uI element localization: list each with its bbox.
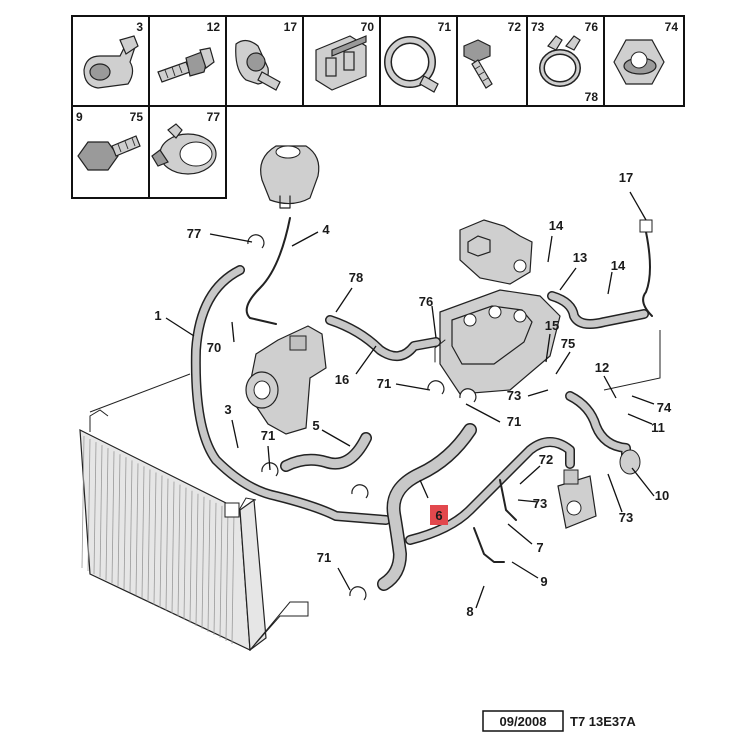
thermostat-housing xyxy=(459,219,533,285)
callout-6-highlight xyxy=(430,505,448,525)
catalog-label: 71 xyxy=(438,20,452,34)
footer-reference: T7 13E37A xyxy=(570,714,636,729)
oil-cooler xyxy=(557,469,597,529)
clip-part-icon xyxy=(83,35,139,89)
callout-78: 78 xyxy=(349,270,363,285)
radiator xyxy=(79,409,309,652)
callout-11: 11 xyxy=(651,420,665,435)
callout-71: 71 xyxy=(317,550,331,565)
sensor-plug-icon xyxy=(639,219,653,233)
catalog-label: 9 xyxy=(76,110,83,124)
catalog-label: 74 xyxy=(665,20,679,34)
spring-clamp-icon xyxy=(539,35,581,87)
callout-17: 17 xyxy=(619,170,633,185)
callout-75: 75 xyxy=(561,336,575,351)
callout-15: 15 xyxy=(545,318,559,333)
callout-77: 77 xyxy=(187,226,201,241)
callout-71: 71 xyxy=(261,428,275,443)
callout-9: 9 xyxy=(540,574,547,589)
callout-3: 3 xyxy=(224,402,231,417)
catalog-label: 76 xyxy=(585,20,599,34)
catalog-cell-73-76-78 xyxy=(526,15,605,107)
catalog-cell-72 xyxy=(456,15,528,107)
callout-71: 71 xyxy=(507,414,521,429)
catalog-label: 77 xyxy=(207,110,221,124)
callout-13: 13 xyxy=(573,250,587,265)
parts-catalog-grid: 3 12 17 70 71 72 73 76 78 74 9 75 77 xyxy=(71,15,685,199)
callout-7: 7 xyxy=(536,540,543,555)
callout-73: 73 xyxy=(533,496,547,511)
catalog-label: 75 xyxy=(130,110,144,124)
callout-labels: 1 77 4 78 16 70 3 71 71 5 76 71 71 14 13… xyxy=(154,170,672,619)
catalog-label: 73 xyxy=(531,20,545,34)
catalog-label: 3 xyxy=(136,20,143,34)
leader-lines xyxy=(165,191,655,609)
catalog-label: 12 xyxy=(207,20,221,34)
callout-74: 74 xyxy=(657,400,672,415)
catalog-label: 78 xyxy=(585,90,599,104)
callout-1: 1 xyxy=(154,308,161,323)
catalog-cell-71 xyxy=(379,15,458,107)
callout-12: 12 xyxy=(595,360,609,375)
callout-76: 76 xyxy=(419,294,433,309)
callout-8: 8 xyxy=(466,604,473,619)
callout-16: 16 xyxy=(335,372,349,387)
outline-line xyxy=(89,373,191,413)
band-clamp-icon xyxy=(384,36,439,93)
catalog-label: 72 xyxy=(508,20,522,34)
catalog-label: 17 xyxy=(284,20,298,34)
callout-6: 6 xyxy=(435,508,442,523)
catalog-label: 70 xyxy=(361,20,375,34)
callout-5: 5 xyxy=(312,418,319,433)
coolant-hoses xyxy=(190,217,653,601)
date-box xyxy=(482,710,564,732)
screw-icon xyxy=(463,39,493,89)
bracket-icon xyxy=(315,35,367,91)
callout-14: 14 xyxy=(549,218,564,233)
hose-clip-icon xyxy=(235,39,281,91)
footer-date: 09/2008 xyxy=(500,714,547,729)
collar-clamp-icon xyxy=(151,123,217,175)
footer: 09/2008 T7 13E37A xyxy=(482,710,636,732)
callout-73: 73 xyxy=(507,388,521,403)
callout-70: 70 xyxy=(207,340,221,355)
bolt-icon xyxy=(77,135,141,171)
callout-4: 4 xyxy=(322,222,330,237)
callout-71: 71 xyxy=(377,376,391,391)
push-rivet-icon xyxy=(157,47,215,83)
callout-14: 14 xyxy=(611,258,626,273)
callout-73: 73 xyxy=(619,510,633,525)
water-pump-assembly xyxy=(245,325,327,435)
callout-10: 10 xyxy=(655,488,669,503)
outline-line xyxy=(603,330,661,391)
callout-72: 72 xyxy=(539,452,553,467)
engine-cylinder-head xyxy=(434,289,561,395)
flange-nut-icon xyxy=(613,39,665,85)
expansion-tank xyxy=(260,145,320,209)
